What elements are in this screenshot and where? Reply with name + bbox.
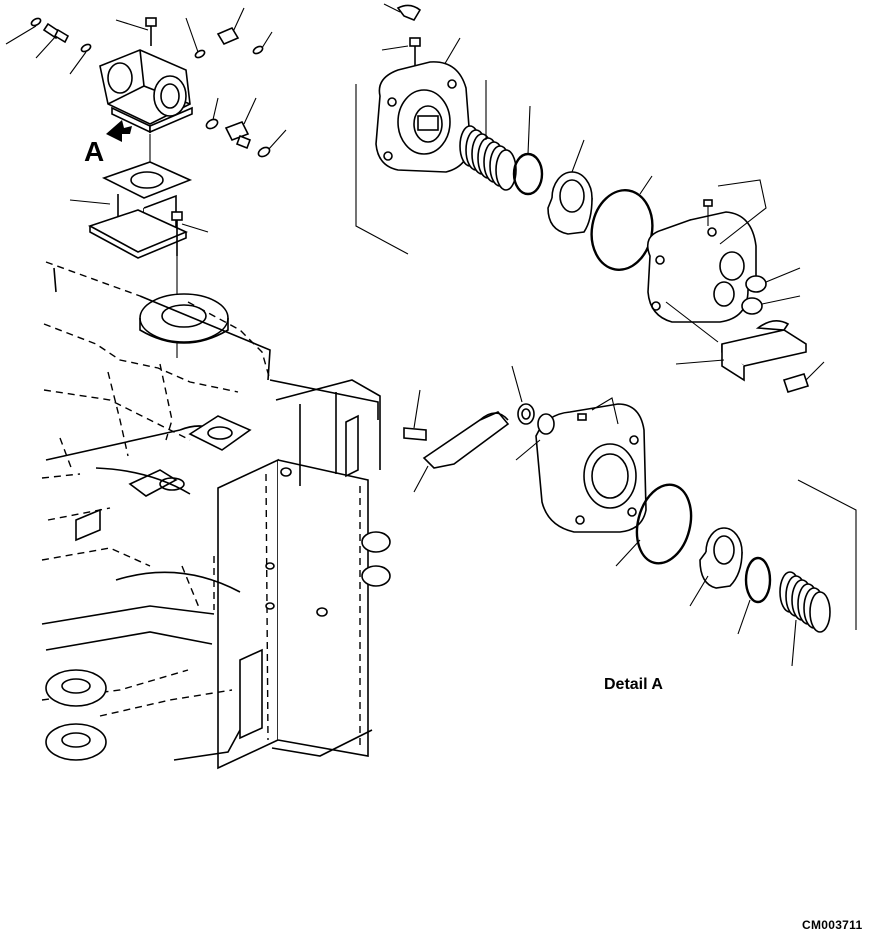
- figure-code: CM003711: [802, 918, 863, 932]
- spring-lower: [779, 571, 831, 633]
- mounting-stand: [69, 161, 209, 358]
- machine-frame: [41, 261, 391, 770]
- view-arrow-icon: [106, 120, 132, 142]
- lower-pump-exploded: [403, 365, 857, 667]
- detail-label: Detail A: [604, 676, 663, 693]
- top-left-valve-assembly: [5, 7, 287, 176]
- view-marker-label: A: [84, 136, 105, 167]
- upper-pump-exploded: [355, 3, 825, 393]
- spring-upper: [459, 125, 517, 191]
